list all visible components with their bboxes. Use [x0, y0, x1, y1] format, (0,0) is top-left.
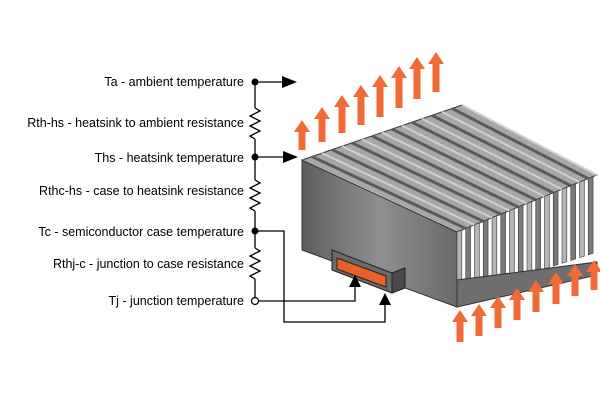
fin-line [351, 141, 502, 216]
side-fin [544, 193, 550, 270]
node-tj [250, 296, 260, 306]
fin-line [401, 124, 545, 198]
resistor-rth-hs [248, 107, 262, 140]
thermal-circuit [248, 81, 386, 323]
side-fin [500, 211, 506, 284]
side-fin [535, 197, 541, 273]
label-rthc-hs: Rthc-hs - case to heatsink resistance [39, 184, 244, 198]
heat-arrows-top [294, 52, 444, 150]
fin-line [371, 134, 519, 209]
heat-arrows-bottom [452, 260, 600, 342]
heat-arrow-bottom-4 [509, 288, 525, 320]
fin-line [361, 138, 510, 212]
label-rth-hs: Rth-hs - heatsink to ambient resistance [27, 116, 244, 130]
fin-line [441, 110, 580, 184]
heat-arrow-top-6 [391, 66, 407, 108]
label-tc: Tc - semiconductor case temperature [38, 225, 244, 239]
tj-arrowhead [349, 275, 361, 287]
ta-arrowhead [282, 76, 297, 88]
heat-arrow-top-3 [334, 95, 350, 133]
semiconductor-die [336, 257, 387, 288]
node-tc [251, 227, 259, 235]
side-fin [509, 208, 515, 281]
heat-arrow-top-2 [314, 107, 330, 142]
heat-arrow-top-5 [372, 75, 388, 117]
heat-arrow-bottom-3 [490, 296, 506, 328]
node-ta [251, 78, 259, 86]
side-fin [526, 201, 533, 275]
fin-line [391, 127, 537, 202]
heat-arrow-top-1 [294, 120, 310, 150]
heat-arrow-bottom-6 [548, 272, 564, 304]
fin-line [381, 131, 528, 205]
side-fin [561, 186, 568, 264]
heat-arrow-top-7 [409, 57, 425, 99]
resistor-rthc-hs [248, 179, 262, 212]
semiconductor-package-side [391, 267, 406, 294]
heat-arrow-bottom-7 [567, 264, 583, 296]
heat-arrow-bottom-5 [528, 280, 544, 312]
tc-arrowhead [379, 293, 391, 305]
fin-line [421, 117, 563, 191]
fin-line [311, 155, 467, 230]
heat-arrow-bottom-2 [471, 304, 487, 336]
fin-line [321, 152, 475, 226]
circuit-arrowheads [282, 76, 391, 305]
fin-line [341, 145, 493, 219]
ths-arrowhead [283, 151, 298, 163]
fin-line [411, 120, 554, 195]
label-ta: Ta - ambient temperature [104, 75, 244, 89]
side-fin [552, 190, 559, 267]
heat-arrow-bottom-1 [452, 310, 468, 342]
side-fin [517, 204, 524, 278]
label-ths: Ths - heatsink temperature [95, 151, 244, 165]
side-fin [579, 179, 585, 259]
resistor-rthj-c [248, 247, 262, 280]
heat-arrow-bottom-8 [586, 260, 600, 290]
heatsink [300, 104, 599, 308]
fin-line [451, 107, 589, 180]
label-tj: Tj - junction temperature [109, 294, 245, 308]
label-rthj-c: Rthj-c - junction to case resistance [53, 257, 244, 271]
fin-line [331, 148, 484, 223]
fin-line [461, 104, 598, 176]
heat-arrow-top-8 [428, 52, 444, 92]
side-fin [587, 176, 594, 256]
heat-arrow-top-4 [353, 85, 369, 125]
side-fin [570, 183, 576, 261]
node-ths [251, 153, 259, 161]
fin-line [431, 113, 572, 188]
